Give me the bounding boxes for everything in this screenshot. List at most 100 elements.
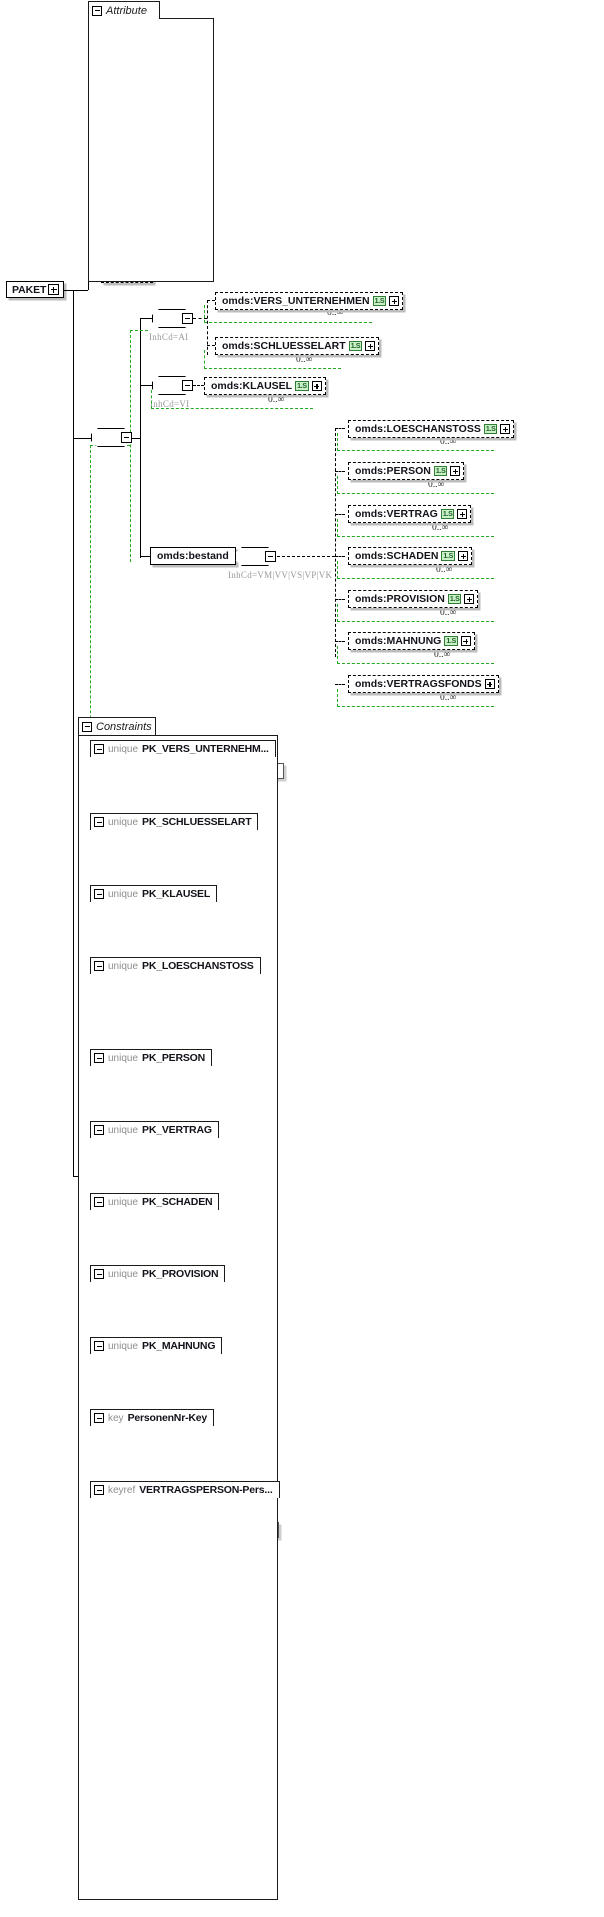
connector-dashed	[335, 641, 345, 642]
green-connector	[337, 689, 338, 707]
constraint-header[interactable]: unique PK_VERTRAG	[90, 1121, 219, 1138]
element-schluesselart[interactable]: omds:SCHLUESSELART 1.S	[215, 337, 380, 355]
connector-dashed	[335, 599, 345, 600]
sequence-collapse-icon[interactable]	[182, 313, 193, 324]
constraint-header[interactable]: unique PK_LOESCHANSTOSS	[90, 957, 261, 974]
type-badge: 1.S	[483, 424, 498, 434]
paket-expand-icon[interactable]	[48, 284, 59, 295]
constraint-collapse-icon[interactable]	[94, 1485, 104, 1495]
connector-dashed	[207, 300, 215, 301]
green-connector	[337, 450, 494, 451]
connector	[140, 385, 152, 387]
constraint-collapse-icon[interactable]	[94, 1413, 104, 1423]
expand-icon[interactable]	[500, 424, 511, 434]
expand-icon[interactable]	[389, 296, 400, 306]
constraint-header[interactable]: unique PK_MAHNUNG	[90, 1337, 223, 1354]
element-vertrag[interactable]: omds:VERTRAG 1.S	[348, 505, 472, 523]
sequence-collapse-icon[interactable]	[182, 380, 193, 391]
constraint-header[interactable]: unique PK_SCHLUESSELART	[90, 813, 259, 830]
constraint-name: PK_VERS_UNTERNEHM...	[142, 743, 269, 755]
constraint-header[interactable]: unique PK_KLAUSEL	[90, 885, 218, 902]
connector-dashed	[335, 428, 336, 657]
expand-icon[interactable]	[484, 679, 495, 689]
occurs-label: 0..∞	[432, 523, 449, 533]
constraints-collapse-icon[interactable]	[82, 721, 92, 732]
constraint-collapse-icon[interactable]	[94, 889, 104, 899]
element-bestand[interactable]: omds:bestand	[150, 547, 236, 565]
green-connector	[337, 604, 338, 622]
connector-dashed	[335, 471, 345, 472]
attribute-group-collapse-icon[interactable]	[92, 5, 102, 16]
constraint-collapse-icon[interactable]	[94, 1125, 104, 1135]
connector	[131, 438, 141, 440]
element-vers-unternehmen[interactable]: omds:VERS_UNTERNEHMEN 1.S	[215, 292, 404, 310]
type-badge: 1.S	[433, 466, 448, 476]
green-connector	[204, 305, 205, 323]
element-mahnung[interactable]: omds:MAHNUNG 1.S	[348, 632, 475, 650]
connector	[73, 438, 75, 1176]
constraint-header[interactable]: keyref VERTRAGSPERSON-Pers...	[90, 1481, 280, 1498]
constraint-header[interactable]: unique PK_PERSON	[90, 1049, 213, 1066]
green-connector	[337, 493, 494, 494]
constraint-header[interactable]: unique PK_VERS_UNTERNEHM...	[90, 740, 276, 757]
connector	[140, 318, 152, 320]
constraint-name: PK_MAHNUNG	[142, 1340, 216, 1352]
green-connector	[337, 621, 494, 622]
constraint-collapse-icon[interactable]	[94, 1341, 104, 1351]
sequence-label-bestand: InhCd=VM|VV|VS|VP|VK	[228, 570, 333, 580]
green-connector	[337, 663, 494, 664]
constraint-collapse-icon[interactable]	[94, 961, 104, 971]
element-klausel[interactable]: omds:KLAUSEL 1.S	[204, 377, 326, 395]
element-label: omds:bestand	[157, 550, 229, 562]
element-schaden[interactable]: omds:SCHADEN 1.S	[348, 547, 473, 565]
green-connector	[204, 368, 341, 369]
constraint-name: PK_KLAUSEL	[142, 888, 211, 900]
element-person[interactable]: omds:PERSON 1.S	[348, 462, 465, 480]
element-loeschanstoss[interactable]: omds:LOESCHANSTOSS 1.S	[348, 420, 515, 438]
constraint-header[interactable]: key PersonenNr-Key	[90, 1409, 215, 1426]
green-connector	[151, 408, 313, 409]
connector	[73, 438, 91, 440]
connector-dashed	[335, 428, 345, 429]
expand-icon[interactable]	[458, 551, 469, 561]
constraint-name: PK_SCHLUESSELART	[142, 816, 252, 828]
green-connector	[151, 390, 152, 409]
constraint-collapse-icon[interactable]	[94, 1197, 104, 1207]
occurs-label: 0..∞	[440, 608, 457, 618]
expand-icon[interactable]	[460, 636, 471, 646]
constraint-header[interactable]: unique PK_SCHADEN	[90, 1193, 220, 1210]
connector	[140, 556, 150, 558]
constraint-kind: keyref	[108, 1484, 136, 1496]
expand-icon[interactable]	[450, 466, 461, 476]
attribute-group-tab[interactable]: Attribute	[88, 1, 160, 19]
constraint-collapse-icon[interactable]	[94, 1269, 104, 1279]
expand-icon[interactable]	[365, 341, 376, 351]
constraint-collapse-icon[interactable]	[94, 817, 104, 827]
constraint-collapse-icon[interactable]	[94, 744, 104, 754]
green-connector	[337, 433, 338, 451]
element-label: omds:VERTRAGSFONDS	[355, 678, 482, 690]
constraint-collapse-icon[interactable]	[94, 1053, 104, 1063]
element-label: omds:MAHNUNG	[355, 635, 442, 647]
green-bus	[130, 330, 148, 331]
element-label: omds:SCHADEN	[355, 550, 439, 562]
type-badge: 1.S	[295, 381, 309, 391]
constraint-name: VERTRAGSPERSON-Pers...	[139, 1484, 273, 1496]
constraint-header[interactable]: unique PK_PROVISION	[90, 1265, 226, 1282]
constraints-tab[interactable]: Constraints	[78, 717, 156, 735]
sequence-label-ai: InhCd=AI	[149, 332, 189, 342]
occurs-label: 0..∞	[434, 650, 451, 660]
sequence-collapse-icon[interactable]	[265, 551, 276, 562]
element-provision[interactable]: omds:PROVISION 1.S	[348, 590, 479, 608]
expand-icon[interactable]	[311, 381, 322, 391]
element-vertragsfonds[interactable]: omds:VERTRAGSFONDS	[348, 675, 499, 693]
expand-icon[interactable]	[464, 594, 475, 604]
element-label: omds:SCHLUESSELART	[222, 340, 346, 352]
element-label: omds:KLAUSEL	[211, 380, 293, 392]
choice-collapse-icon[interactable]	[121, 432, 132, 443]
expand-icon[interactable]	[457, 509, 468, 519]
type-badge: 1.S	[447, 594, 462, 604]
constraint-name: PK_PROVISION	[142, 1268, 219, 1280]
constraint-kind: unique	[108, 888, 139, 900]
